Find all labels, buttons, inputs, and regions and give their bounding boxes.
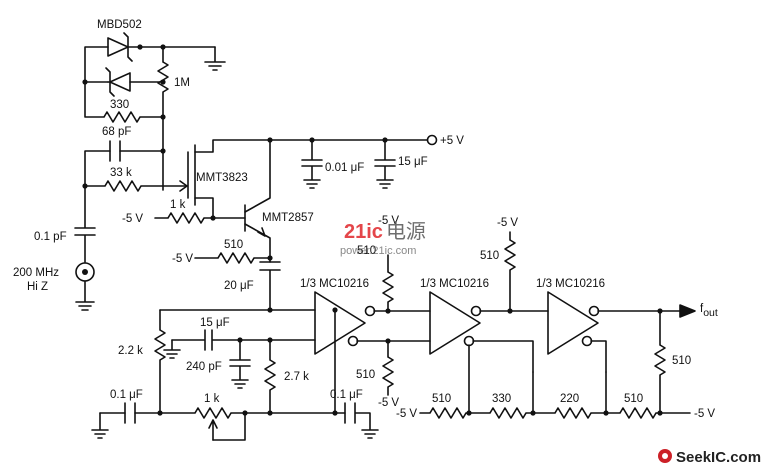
label-neg5v-b: -5 V (172, 253, 193, 265)
label-neg5v-c2: -5 V (497, 217, 518, 229)
label-neg5v-br: -5 V (694, 408, 715, 420)
label-pot-1k: 1 k (204, 393, 220, 405)
label-0-1pf: 0.1 pF (34, 231, 67, 243)
label-330-top: 330 (110, 99, 129, 111)
label-1m: 1M (174, 77, 190, 89)
label-fout: fout (700, 303, 718, 319)
transistor-mmt2857 (194, 137, 281, 313)
footer-text: SeekIC.com (676, 449, 761, 466)
label-20uf: 20 μF (224, 280, 254, 292)
label-0-01uf: 0.01 μF (325, 162, 364, 174)
label-gate-1: 1/3 MC10216 (300, 278, 369, 290)
component-labels: MBD502 1M 330 68 pF 33 k MMT3823 1 k -5 … (13, 19, 718, 420)
label-0-1uf-right: 0.1 μF (330, 389, 363, 401)
diode-network (82, 32, 226, 191)
label-1k-top: 1 k (170, 199, 186, 211)
gate-2 (429, 291, 482, 355)
label-neg5v-c1: -5 V (378, 215, 399, 227)
label-510-c2: 510 (480, 250, 499, 262)
label-220-b: 220 (560, 393, 579, 405)
label-gate-3: 1/3 MC10216 (536, 278, 605, 290)
label-330-b: 330 (492, 393, 511, 405)
bottom-chain (419, 344, 691, 419)
gate-3 (547, 291, 600, 355)
input-stage (74, 139, 431, 311)
footer-seekic: SeekIC.com (658, 449, 761, 466)
gate-wiring (159, 231, 696, 414)
label-15uf-top: 15 μF (398, 156, 428, 168)
label-plus5v: +5 V (440, 135, 464, 147)
label-0-1uf-left: 0.1 μF (110, 389, 143, 401)
label-neg5v-low: -5 V (378, 397, 399, 409)
bias-network (91, 307, 379, 441)
label-mbd502: MBD502 (97, 19, 142, 31)
label-source-2: Hi Z (27, 281, 48, 293)
label-510-mid: 510 (224, 239, 243, 251)
label-510-c1: 510 (357, 245, 376, 257)
label-source-1: 200 MHz (13, 267, 59, 279)
label-mmt3823: MMT3823 (196, 172, 248, 184)
label-510-right: 510 (672, 355, 691, 367)
label-510-b1: 510 (432, 393, 451, 405)
label-2-7k: 2.7 k (284, 371, 309, 383)
watermark-url: power.21ic.com (340, 245, 416, 257)
label-mmt2857: MMT2857 (262, 212, 314, 224)
label-neg5v-a: -5 V (122, 213, 143, 225)
label-neg5v-bl: -5 V (396, 408, 417, 420)
label-240pf: 240 pF (186, 361, 222, 373)
label-510-low: 510 (356, 369, 375, 381)
label-33k: 33 k (110, 167, 132, 179)
label-2-2k: 2.2 k (118, 345, 143, 357)
label-15uf-low: 15 μF (200, 317, 230, 329)
supply-bypass (301, 134, 438, 189)
gate-1 (314, 291, 376, 355)
label-68pf: 68 pF (102, 126, 131, 138)
label-gate-2: 1/3 MC10216 (420, 278, 489, 290)
label-510-b2: 510 (624, 393, 643, 405)
